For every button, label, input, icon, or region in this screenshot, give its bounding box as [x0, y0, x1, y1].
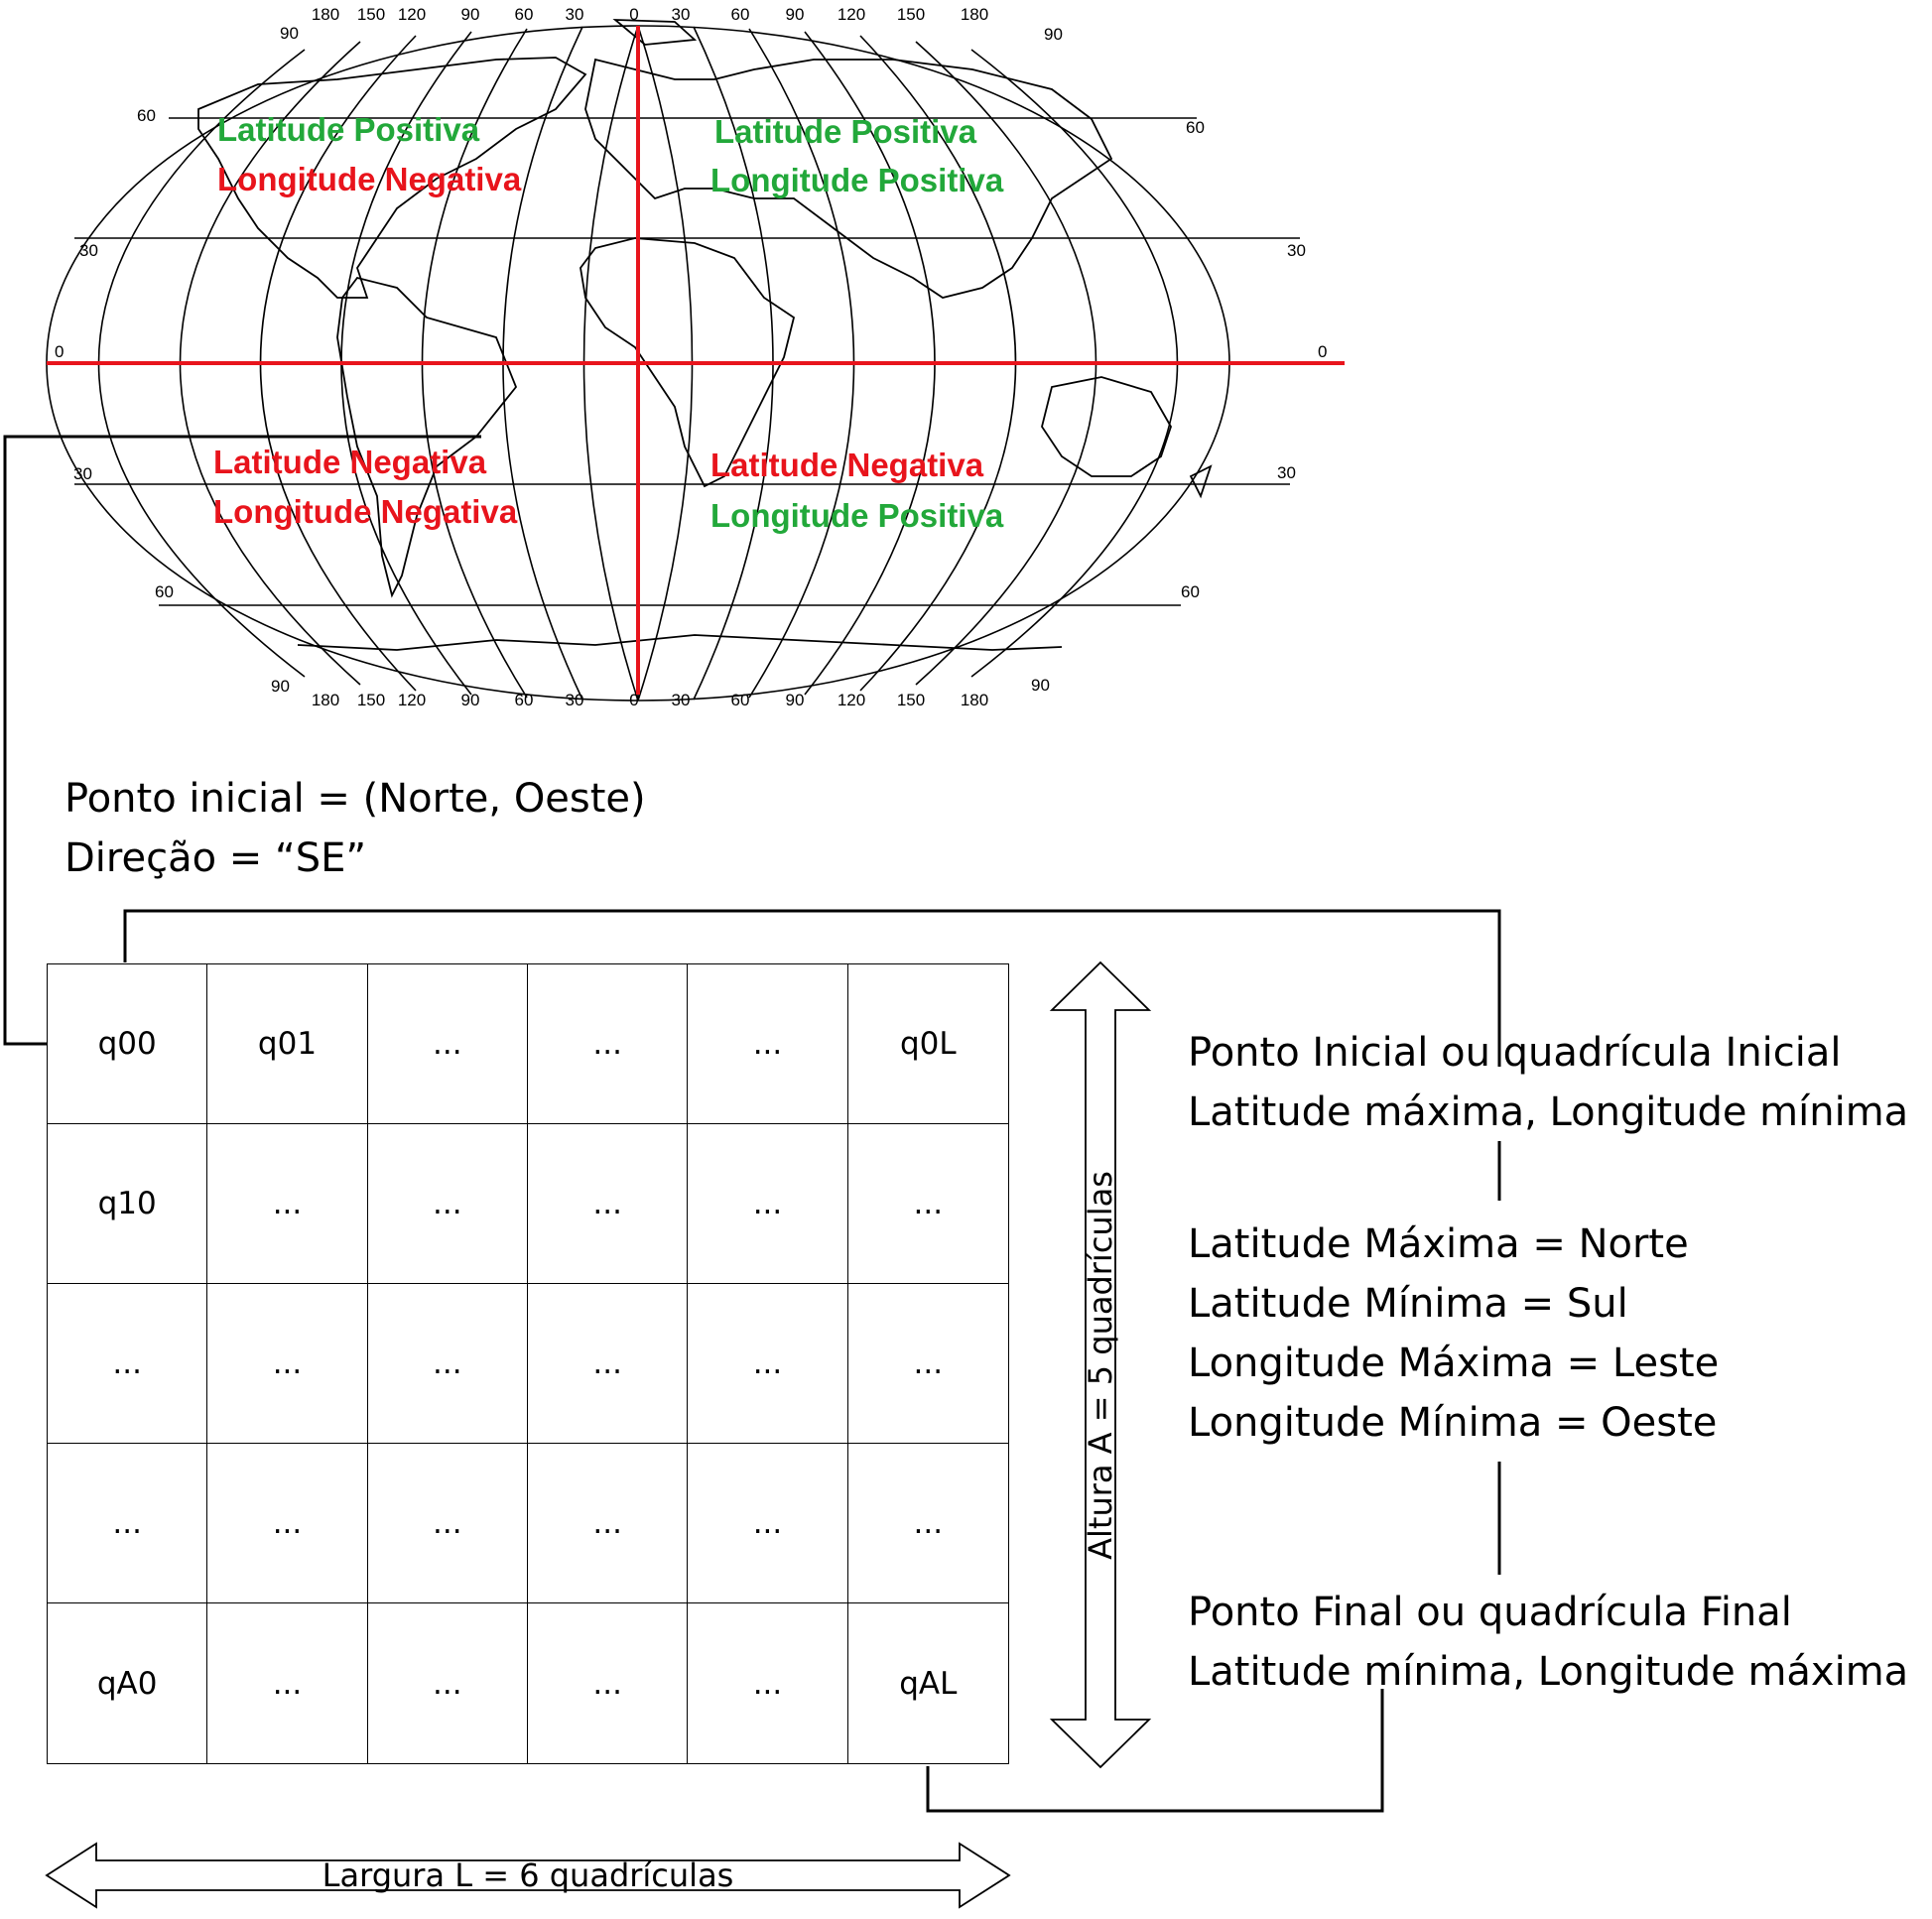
grid-cell-r4-c1: ...: [207, 1603, 368, 1763]
grid-cell-r1-c1: ...: [207, 1124, 368, 1284]
final-point-title: Ponto Final ou quadrícula Final: [1188, 1590, 1792, 1635]
lat-tick-90-ne: 90: [1044, 25, 1063, 44]
bottom-lon-tick-9: 90: [786, 691, 805, 709]
lat-tick-30-ne: 30: [1287, 241, 1306, 260]
lat-tick-0-w: 0: [55, 342, 64, 361]
final-point-desc: Latitude mínima, Longitude máxima: [1188, 1649, 1909, 1695]
grid-cell-r2-c1: ...: [207, 1284, 368, 1444]
bottom-lon-tick-10: 120: [837, 691, 865, 709]
grid-cell-r0-c5: q0L: [847, 964, 1008, 1124]
grid-cell-r0-c4: ...: [688, 964, 848, 1124]
lat-tick-90-nw: 90: [280, 24, 299, 43]
grid-cell-r3-c2: ...: [367, 1444, 528, 1603]
width-label: Largura L = 6 quadrículas: [322, 1856, 734, 1894]
grid-cell-r2-c2: ...: [367, 1284, 528, 1444]
grid-cell-r1-c5: ...: [847, 1124, 1008, 1284]
lat-tick-30-sw: 30: [73, 464, 92, 483]
grid-cell-r1-c0: q10: [48, 1124, 208, 1284]
nw-longitude-label: Longitude Negativa: [217, 161, 522, 197]
grid-cell-r2-c0: ...: [48, 1284, 208, 1444]
lat-tick-60-ne: 60: [1186, 118, 1205, 137]
lat-tick-60-nw: 60: [137, 106, 156, 125]
top-lon-tick-1: 150: [357, 5, 385, 24]
top-lon-tick-7: 30: [672, 5, 691, 24]
bottom-lon-tick-7: 30: [672, 691, 691, 709]
top-lon-tick-11: 150: [897, 5, 925, 24]
grid-cell-r3-c3: ...: [527, 1444, 689, 1603]
top-lon-tick-4: 60: [515, 5, 534, 24]
bottom-lon-tick-12: 180: [961, 691, 988, 709]
bottom-lon-tick-6: 0: [629, 691, 638, 709]
sw-latitude-label: Latitude Negativa: [213, 444, 487, 480]
grid-cell-r4-c0: qA0: [48, 1603, 208, 1763]
lat-tick-90-sw: 90: [271, 677, 290, 696]
lat-tick-0-e: 0: [1318, 342, 1327, 361]
bottom-lon-tick-2: 120: [398, 691, 426, 709]
se-longitude-label: Longitude Positiva: [710, 497, 1004, 534]
grid-cell-r2-c3: ...: [527, 1284, 689, 1444]
lat-tick-90-se: 90: [1031, 676, 1050, 695]
top-lon-tick-8: 60: [731, 5, 750, 24]
grid-cell-r0-c3: ...: [527, 964, 689, 1124]
grid-cell-r3-c5: ...: [847, 1444, 1008, 1603]
se-latitude-label: Latitude Negativa: [710, 447, 984, 483]
grid-cell-r0-c2: ...: [367, 964, 528, 1124]
bottom-lon-tick-4: 60: [515, 691, 534, 709]
height-label: Altura A = 5 quadrículas: [1082, 1171, 1119, 1560]
grid-cell-r3-c4: ...: [688, 1444, 848, 1603]
top-lon-tick-9: 90: [786, 5, 805, 24]
top-lon-tick-2: 120: [398, 5, 426, 24]
grid-cell-r0-c0: q00: [48, 964, 208, 1124]
nw-latitude-label: Latitude Positiva: [217, 111, 480, 148]
grid-cell-r3-c1: ...: [207, 1444, 368, 1603]
grid-cell-r1-c3: ...: [527, 1124, 689, 1284]
ne-longitude-label: Longitude Positiva: [710, 162, 1004, 198]
def-lat-min: Latitude Mínima = Sul: [1188, 1281, 1628, 1327]
direction-text: Direção = “SE”: [64, 835, 367, 881]
lat-tick-60-sw: 60: [155, 582, 174, 601]
grid-cell-r3-c0: ...: [48, 1444, 208, 1603]
grid-cell-r2-c4: ...: [688, 1284, 848, 1444]
lat-tick-30-se: 30: [1277, 463, 1296, 482]
bottom-lon-tick-3: 90: [461, 691, 480, 709]
bottom-lon-tick-1: 150: [357, 691, 385, 709]
top-lon-tick-12: 180: [961, 5, 988, 24]
def-lat-max: Latitude Máxima = Norte: [1188, 1221, 1689, 1267]
lat-tick-30-nw: 30: [79, 241, 98, 260]
grid-cell-r1-c2: ...: [367, 1124, 528, 1284]
initial-point-title: Ponto Inicial ou quadrícula Inicial: [1188, 1030, 1842, 1076]
def-lon-max: Longitude Máxima = Leste: [1188, 1341, 1720, 1386]
def-lon-min: Longitude Mínima = Oeste: [1188, 1400, 1718, 1446]
world-map: 180 150 120 90 60 30 0 30 60 90 120 150 180 180 150 12…: [46, 5, 1345, 709]
top-longitude-ticks: 180 150 120 90 60 30 0 30 60 90 120 150 180: [312, 5, 988, 24]
grid-cell-r4-c3: ...: [528, 1603, 689, 1763]
top-lon-tick-6: 0: [629, 5, 638, 24]
top-lon-tick-0: 180: [312, 5, 339, 24]
bottom-lon-tick-8: 60: [731, 691, 750, 709]
bottom-lon-tick-5: 30: [566, 691, 584, 709]
grid-cell-r0-c1: q01: [207, 964, 368, 1124]
bottom-lon-tick-0: 180: [312, 691, 339, 709]
top-lon-tick-10: 120: [837, 5, 865, 24]
lat-tick-60-se: 60: [1181, 582, 1200, 601]
bottom-lon-tick-11: 150: [897, 691, 925, 709]
ne-latitude-label: Latitude Positiva: [714, 113, 977, 150]
initial-point-desc: Latitude máxima, Longitude mínima: [1188, 1089, 1909, 1135]
top-lon-tick-5: 30: [566, 5, 584, 24]
grid-cell-r2-c5: ...: [847, 1284, 1008, 1444]
start-point-text: Ponto inicial = (Norte, Oeste): [64, 776, 646, 822]
sw-longitude-label: Longitude Negativa: [213, 493, 518, 530]
grid-cell-r1-c4: ...: [688, 1124, 848, 1284]
grid-cell-r4-c4: ...: [688, 1603, 848, 1763]
top-lon-tick-3: 90: [461, 5, 480, 24]
grid-cell-r4-c2: ...: [368, 1603, 528, 1763]
grid-cell-r4-c5: qAL: [899, 1665, 958, 1702]
